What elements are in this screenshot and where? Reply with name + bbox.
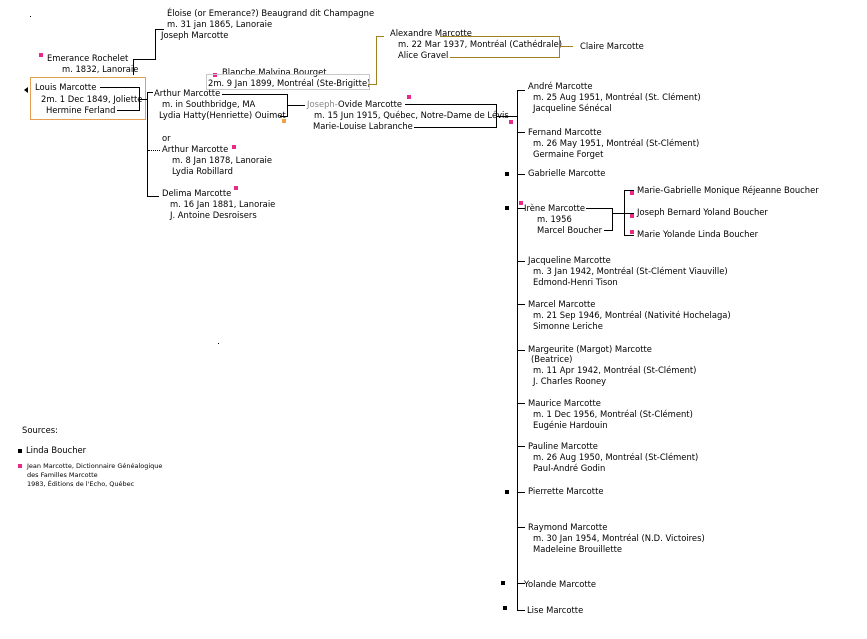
- joseph-ovide-spouse: Marie-Louise Labranche: [313, 121, 413, 131]
- source-marker-black: [505, 172, 509, 176]
- source-marker-black: [505, 206, 509, 210]
- irene-marriage: m. 1956: [537, 214, 572, 224]
- alexandre-marriage: m. 22 Mar 1937, Montréal (Cathédrale): [398, 39, 563, 49]
- alexandre-name: Alexandre Marcotte: [390, 28, 472, 38]
- pierrette-name: Pierrette Marcotte: [528, 486, 604, 496]
- source-marker-pink: [509, 120, 513, 124]
- maurice-spouse: Eugénie Hardouin: [533, 420, 608, 430]
- jacqueline-name: Jacqueline Marcotte: [528, 255, 611, 265]
- source-marker-pink: [630, 230, 634, 234]
- source-marker-black: [503, 606, 507, 610]
- source-jean-line2: des Familles Marcotte: [27, 471, 98, 479]
- source-marker-pink: [39, 53, 43, 57]
- source-marker-black: [501, 581, 505, 585]
- jacqueline-spouse: Edmond-Henri Tison: [533, 277, 618, 287]
- arthur1-marriage: m. in Southbridge, MA: [162, 99, 256, 109]
- arthur2-spouse: Lydia Robillard: [172, 166, 233, 176]
- lise-name: Lise Marcotte: [527, 605, 584, 615]
- maurice-marriage: m. 1 Dec 1956, Montréal (St-Clément): [533, 409, 693, 419]
- marguerite-marriage: m. 11 Apr 1942, Montréal (St-Clément): [533, 365, 697, 375]
- marie-gabrielle-name: Marie-Gabrielle Monique Réjeanne Boucher: [637, 185, 819, 195]
- source-marker-black: [505, 490, 509, 494]
- arthur1-spouse: Lydia Hatty(Henriette) Ouimet: [159, 110, 286, 120]
- arthur2-name: Arthur Marcotte: [162, 144, 229, 154]
- joseph-ovide-name: Joseph-Ovide Marcotte: [307, 99, 403, 109]
- eloise-marriage: m. 31 jan 1865, Lanoraie: [167, 19, 273, 29]
- source-jean-line1: Jean Marcotte, Dictionnaire Généalogique: [27, 462, 163, 470]
- jacqueline-marriage: m. 3 Jan 1942, Montréal (St-Clément Viau…: [533, 266, 728, 276]
- source-marker-orange: [282, 119, 286, 123]
- alexandre-spouse: Alice Gravel: [398, 50, 449, 60]
- joseph-bernard-name: Joseph Bernard Yoland Boucher: [637, 207, 768, 217]
- source-marker-pink: [213, 73, 217, 77]
- emerance-name: Emerance Rochelet: [47, 53, 129, 63]
- or-label: or: [162, 133, 171, 143]
- marguerite-spouse: J. Charles Rooney: [533, 376, 607, 386]
- source-marker-pink: [234, 186, 238, 190]
- delima-name: Delima Marcotte: [162, 188, 232, 198]
- source-jean-line3: 1983, Éditions de l'Echo, Québec: [27, 480, 135, 488]
- blanche-marriage: 2m. 9 Jan 1899, Montréal (Ste-Brigitte): [208, 78, 371, 88]
- raymond-spouse: Madeleine Brouillette: [533, 544, 623, 554]
- claire-name: Claire Marcotte: [580, 41, 644, 51]
- source-marker-pink: [407, 95, 411, 99]
- irene-name: Irène Marcotte: [524, 203, 586, 213]
- source-marker-pink: [18, 464, 22, 468]
- irene-spouse: Marcel Boucher: [537, 225, 603, 235]
- joseph-ovide-marriage: m. 15 Jun 1915, Québec, Notre-Dame de Lé…: [314, 110, 509, 120]
- pauline-name: Pauline Marcotte: [528, 441, 598, 451]
- pauline-spouse: Paul-André Godin: [533, 463, 606, 473]
- source-marker-pink: [232, 145, 236, 149]
- source-linda: Linda Boucher: [26, 445, 87, 455]
- louis-spouse: Hermine Ferland: [46, 105, 116, 115]
- arthur2-marriage: m. 8 Jan 1878, Lanoraie: [172, 155, 272, 165]
- marcel-marriage: m. 21 Sep 1946, Montréal (Nativité Hoche…: [533, 310, 731, 320]
- marie-yolande-name: Marie Yolande Linda Boucher: [637, 229, 759, 239]
- arrow-left-icon: [24, 87, 28, 93]
- joseph-sr-name: Joseph Marcotte: [161, 30, 229, 40]
- emerance-marriage: m. 1832, Lanoraie: [62, 64, 139, 74]
- andre-marriage: m. 25 Aug 1951, Montréal (St. Clément): [533, 92, 701, 102]
- pauline-marriage: m. 26 Aug 1950, Montréal (St-Clément): [533, 452, 699, 462]
- blanche-name: Blanche Malvina Bourget: [222, 67, 327, 77]
- marguerite-alt: (Beatrice): [531, 354, 573, 364]
- source-marker-pink: [630, 191, 634, 195]
- raymond-marriage: m. 30 Jan 1954, Montréal (N.D. Victoires…: [533, 533, 705, 543]
- fernand-spouse: Germaine Forget: [533, 149, 604, 159]
- maurice-name: Maurice Marcotte: [528, 398, 601, 408]
- source-marker-pink: [630, 214, 634, 218]
- louis-highlight-box: [30, 77, 146, 120]
- sources-title: Sources:: [22, 425, 58, 435]
- fernand-name: Fernand Marcotte: [528, 127, 602, 137]
- marcel-name: Marcel Marcotte: [528, 299, 596, 309]
- louis-marriage: 2m. 1 Dec 1849, Joliette: [41, 94, 143, 104]
- source-marker-black: [18, 449, 22, 453]
- delima-spouse: J. Antoine Desroisers: [170, 210, 257, 220]
- yolande-name: Yolande Marcotte: [524, 579, 597, 589]
- marguerite-name: Margeurite (Margot) Marcotte: [528, 344, 652, 354]
- raymond-name: Raymond Marcotte: [528, 522, 608, 532]
- fernand-marriage: m. 26 May 1951, Montréal (St-Clément): [533, 138, 700, 148]
- gabrielle-name: Gabrielle Marcotte: [528, 168, 606, 178]
- andre-spouse: Jacqueline Sénécal: [533, 103, 612, 113]
- louis-name: Louis Marcotte: [35, 82, 97, 92]
- delima-marriage: m. 16 Jan 1881, Lanoraie: [170, 199, 276, 209]
- eloise-name: Éloise (or Emerance?) Beaugrand dit Cham…: [167, 8, 375, 18]
- andre-name: André Marcotte: [528, 81, 593, 91]
- arthur1-name: Arthur Marcotte: [154, 88, 221, 98]
- marcel-spouse: Simonne Leriche: [533, 321, 603, 331]
- source-marker-pink: [519, 201, 523, 205]
- blanche-marriage-box: [206, 74, 370, 90]
